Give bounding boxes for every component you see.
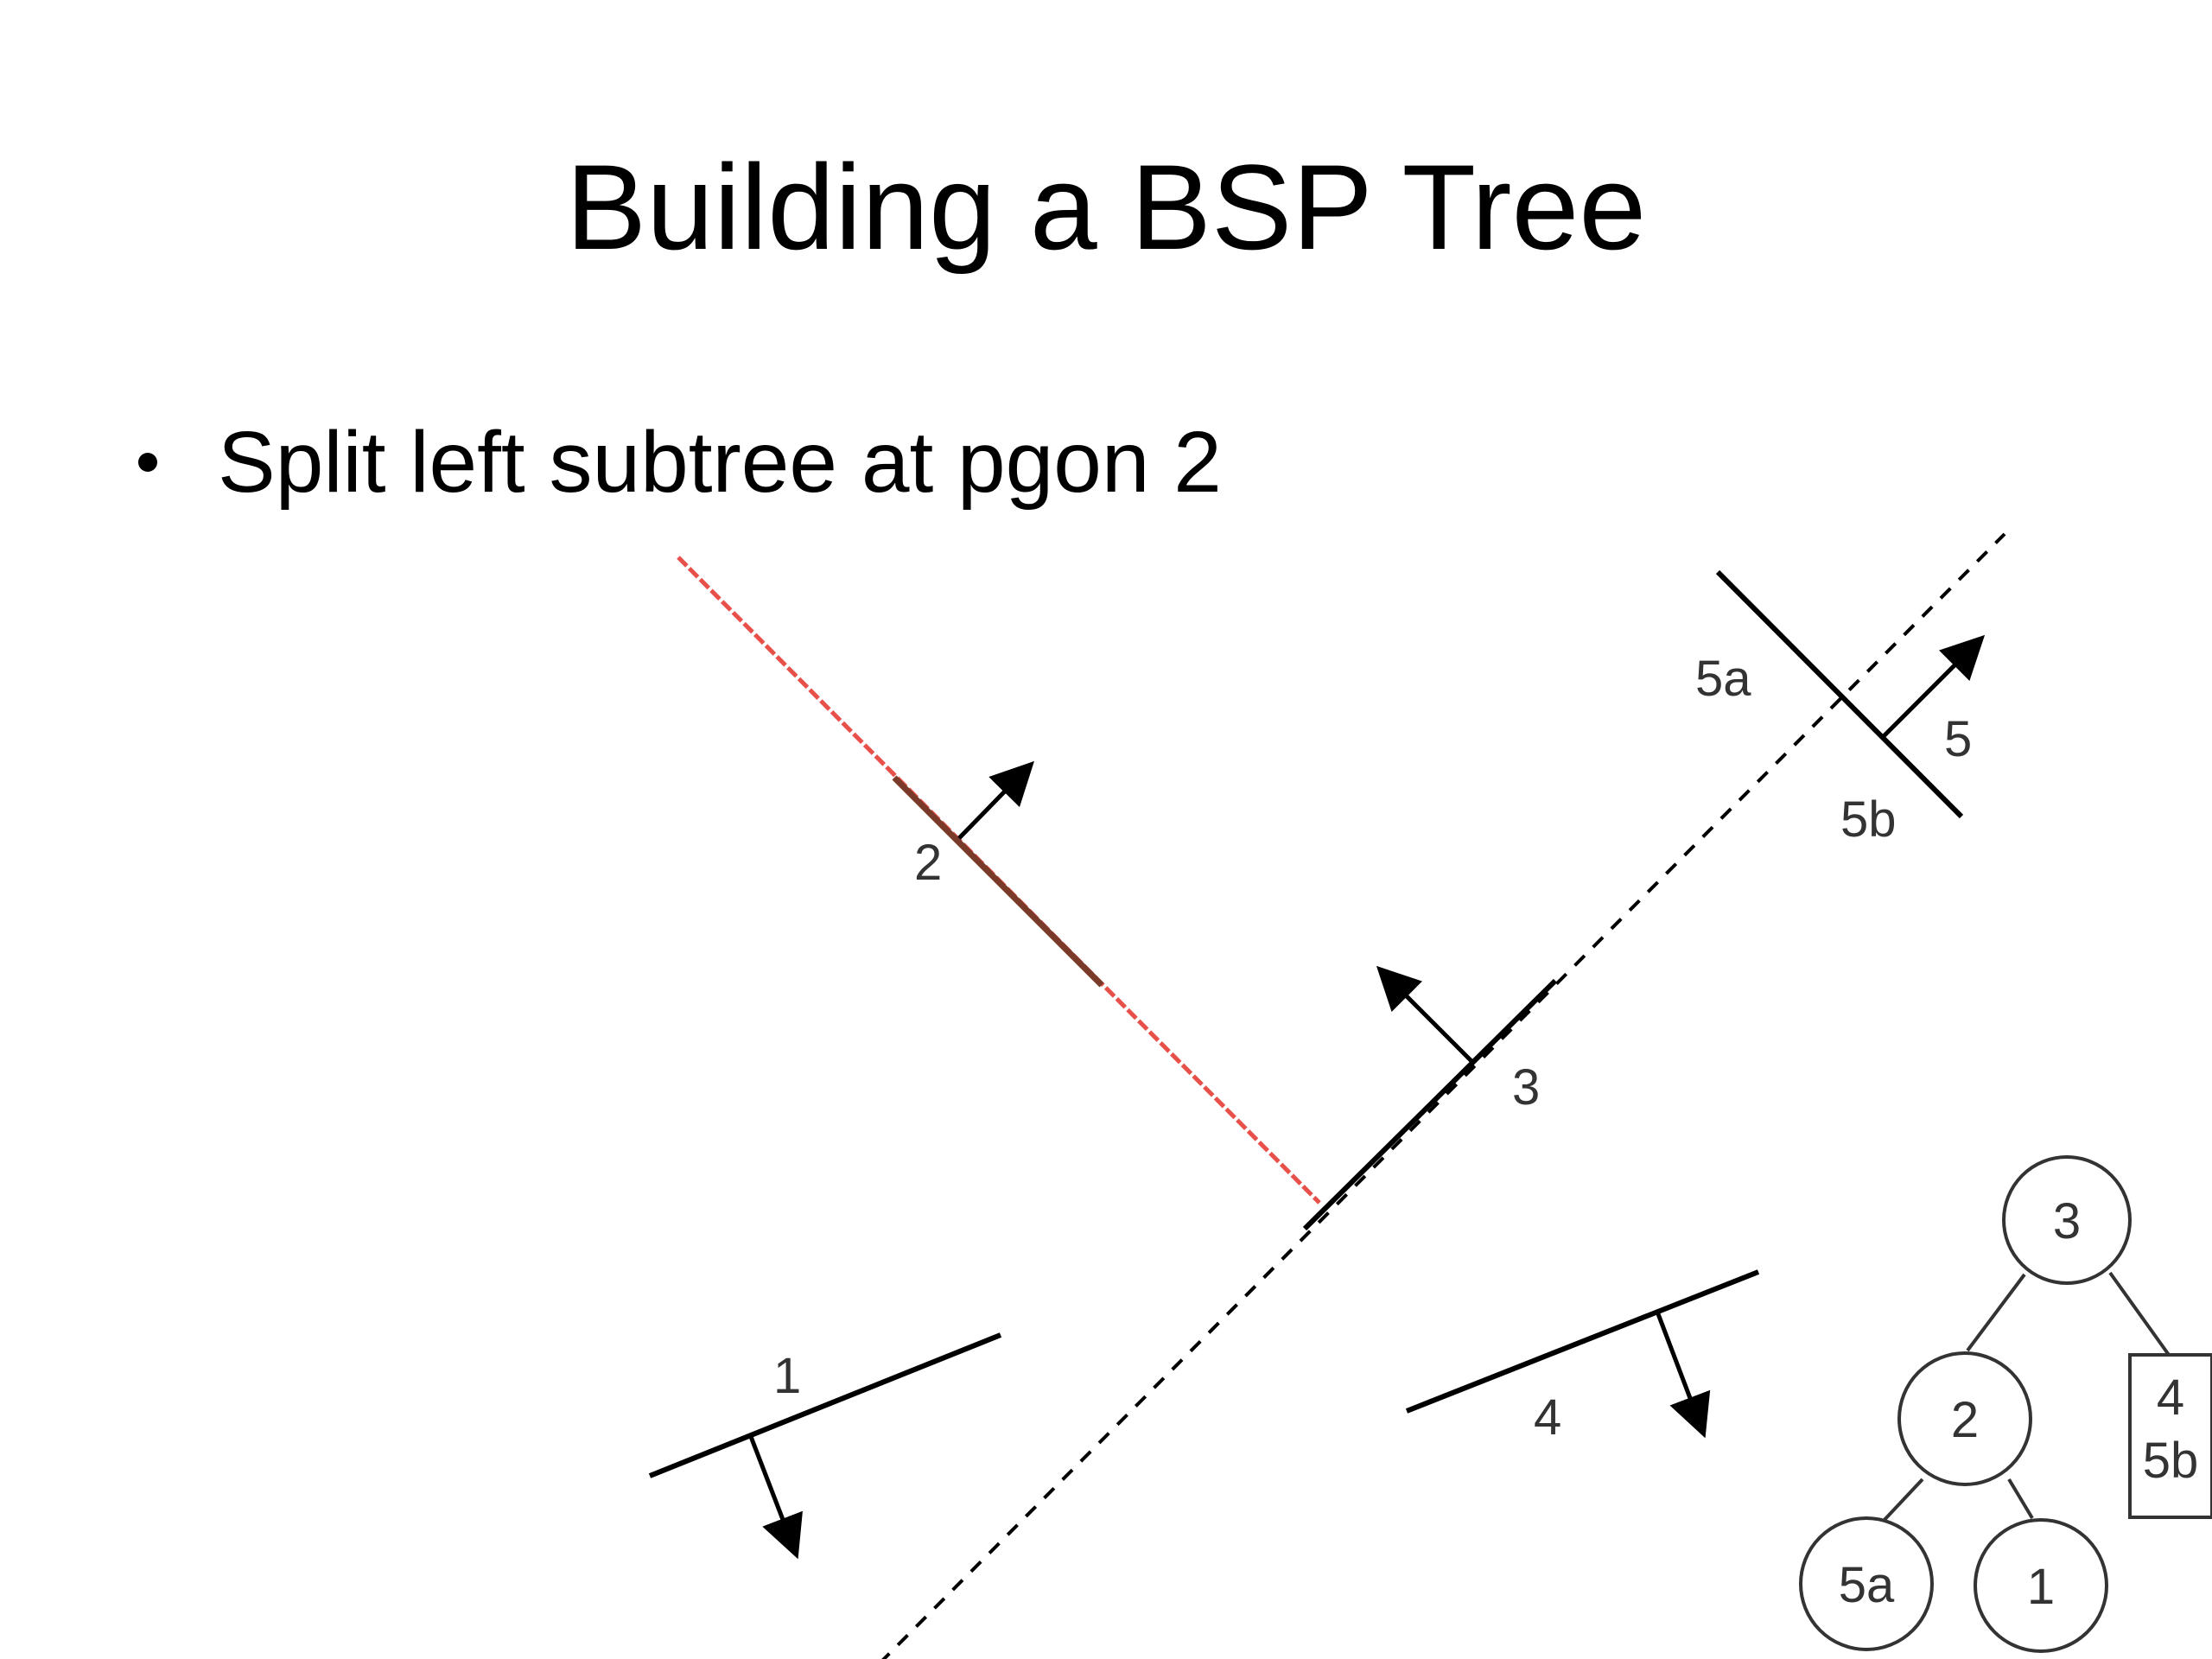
normal-arrow-4 [1655,1311,1711,1439]
tree-edge-2-5a [1880,1478,1924,1524]
label-4: 4 [1534,1389,1561,1446]
label-5b: 5b [1840,791,1897,848]
segment-2 [892,775,1104,988]
segment-5 [1715,569,1964,819]
tree-edge-2-1 [2007,1478,2034,1520]
bullet-text: Split left subtree at pgon 2 [218,414,1222,511]
tree-node-2 [1897,1351,2032,1486]
label-1: 1 [773,1348,801,1404]
segment-3 [1302,978,1558,1231]
tree-node-3 [2002,1155,2132,1285]
tree-edge-3-2 [1966,1273,2026,1352]
tree-node-3-label: 3 [2053,1193,2081,1249]
tree-node-1-label: 1 [2027,1559,2055,1615]
label-5a: 5a [1695,651,1751,707]
segment-1 [648,1332,1002,1478]
tree-leaf-line-4: 4 [2157,1370,2184,1426]
label-3: 3 [1512,1059,1540,1116]
normal-arrow-3 [1376,965,1475,1065]
label-5: 5 [1944,711,1972,767]
tree-edge-3-leaf [2108,1271,2171,1357]
split-line-3 [881,532,2006,1659]
normal-arrow-5 [1882,634,1986,738]
bsp-tree: 3 2 5a 1 4 5b [1799,1155,2212,1653]
normal-arrow-2 [957,760,1034,840]
tree-node-1 [1974,1518,2108,1653]
segment-4 [1405,1269,1760,1414]
tree-leaf-line-5b: 5b [2143,1433,2199,1489]
slide-title: Building a BSP Tree [565,139,1647,275]
normal-arrow-1 [747,1433,803,1560]
tree-node-5a [1799,1516,1934,1651]
bullet-item: Split left subtree at pgon 2 [130,406,1222,518]
tree-node-2-label: 2 [1951,1392,1979,1448]
tree-node-5a-label: 5a [1839,1557,1895,1613]
tree-leaf-4-5b [2128,1353,2212,1519]
label-2: 2 [914,835,942,891]
bullet-dot-icon [138,453,157,472]
